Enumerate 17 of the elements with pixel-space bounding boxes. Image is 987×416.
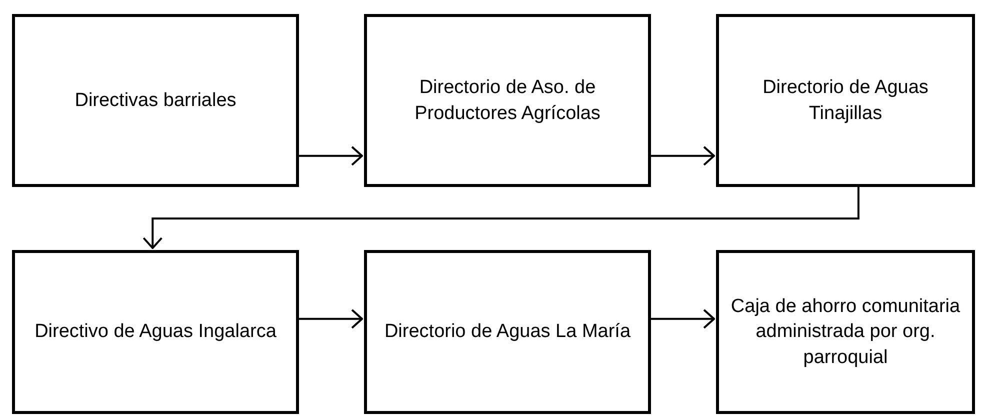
arrow: [651, 308, 715, 329]
arrow: [142, 187, 860, 249]
process-box: [716, 14, 975, 187]
box-label: Directorio de Aso. de Productores Agrícolas: [414, 76, 602, 126]
process-box: [12, 250, 299, 414]
process-box: [364, 250, 651, 414]
box-label: Directivas barriales: [74, 88, 236, 113]
arrow: [651, 146, 715, 166]
process-box: [716, 250, 975, 414]
box-label: Directivo de Aguas Ingalarca: [34, 320, 276, 344]
process-box: [12, 14, 299, 187]
process-box: [364, 14, 651, 187]
arrow: [299, 146, 363, 166]
arrow: [299, 308, 363, 329]
box-label: Directorio de Aguas La María: [384, 320, 631, 344]
box-label: Caja de ahorro comunitaria administrada por org. parroquial: [730, 294, 962, 370]
box-label: Directorio de Aguas Tinajillas: [762, 76, 930, 126]
